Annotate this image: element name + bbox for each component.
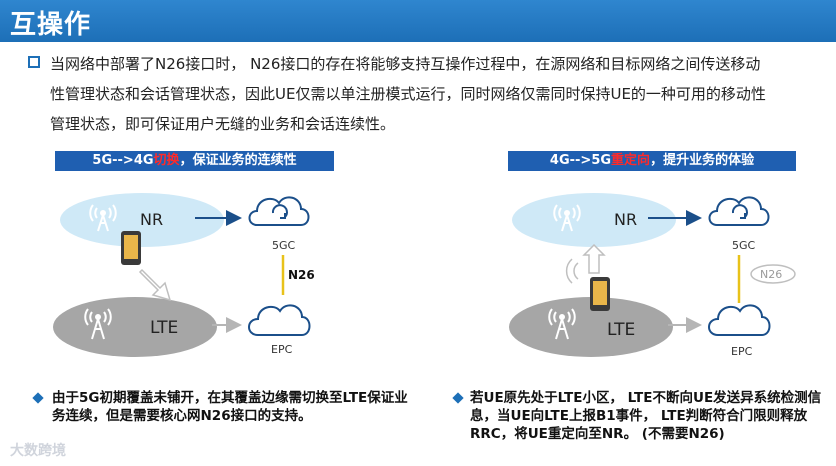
right-signal-icon (565, 258, 579, 284)
left-nr-coverage (60, 193, 224, 247)
right-banner-prefix: 4G-->5G (549, 153, 612, 168)
left-diagram: NR LTE 5GC N26 EPC (53, 193, 315, 357)
intro-paragraph: 当网络中部署了N26接口时， N26接口的存在将能够支持互操作过程中，在源网络和… (50, 49, 830, 139)
left-note: 由于5G初期覆盖未铺开，在其覆盖边缘需切换至LTE保证业务连续，但是需要核心网N… (52, 390, 408, 424)
left-note-diamond-icon (32, 392, 44, 404)
watermark-logo: 大数跨境 (10, 443, 66, 459)
right-diagram: NR LTE 5GC N26 EPC (509, 193, 796, 358)
right-nr-coverage (512, 193, 676, 247)
right-banner-suffix: ，提升业务的体验 (650, 153, 755, 168)
right-5gc-label: 5GC (732, 239, 756, 252)
right-lte-tower-icon (548, 308, 576, 340)
left-5gc-label: 5GC (272, 239, 296, 252)
left-nr-label: NR (140, 210, 163, 229)
left-banner-prefix: 5G-->4G (92, 153, 154, 168)
left-nr-tower-icon (89, 204, 117, 232)
left-epc-label: EPC (271, 343, 293, 356)
right-redirect-arrow (582, 243, 606, 274)
right-n26-badge (750, 264, 796, 284)
left-handover-arrow (138, 268, 172, 302)
left-banner: 5G-->4G切换，保证业务的连续性 (55, 151, 334, 171)
right-note-diamond-icon (452, 392, 464, 404)
left-lte-coverage (53, 297, 217, 357)
left-banner-suffix: ，保证业务的连续性 (179, 153, 297, 168)
bullet-square-icon (28, 56, 40, 68)
page-title: 互操作 (10, 10, 92, 40)
left-epc-cloud-icon (248, 304, 311, 336)
left-5gc-cloud-icon (248, 196, 310, 226)
left-lte-label: LTE (150, 318, 178, 338)
right-note: 若UE原先处于LTE小区， LTE不断向UE发送异系统检测信息，当UE向LTE上… (470, 390, 822, 442)
left-n26-label: N26 (288, 268, 315, 282)
right-lte-label: LTE (607, 320, 635, 340)
right-epc-cloud-icon (708, 304, 771, 336)
right-5gc-cloud-icon (708, 196, 770, 226)
right-banner: 4G-->5G重定向，提升业务的体验 (508, 151, 796, 171)
left-banner-highlight: 切换 (153, 153, 180, 168)
left-lte-tower-icon (84, 308, 112, 340)
right-nr-label: NR (614, 210, 637, 229)
left-phone-icon (121, 231, 141, 265)
right-epc-label: EPC (731, 345, 753, 358)
right-phone-icon (590, 277, 610, 311)
right-n26-label: N26 (760, 268, 782, 281)
title-bar: 互操作 (0, 0, 836, 42)
interop-diagram: NR LTE 5GC N26 EPC (53, 193, 796, 358)
right-banner-highlight: 重定向 (611, 153, 651, 168)
intro-line-3: 管理状态，即可保证用户无缝的业务和会话连续性。 (50, 115, 396, 133)
right-nr-tower-icon (553, 204, 581, 232)
intro-line-1: 当网络中部署了N26接口时， N26接口的存在将能够支持互操作过程中，在源网络和… (50, 55, 761, 73)
intro-line-2: 性管理状态和会话管理状态，因此UE仅需以单注册模式运行，同时网络仅需同时保持UE… (50, 85, 766, 103)
